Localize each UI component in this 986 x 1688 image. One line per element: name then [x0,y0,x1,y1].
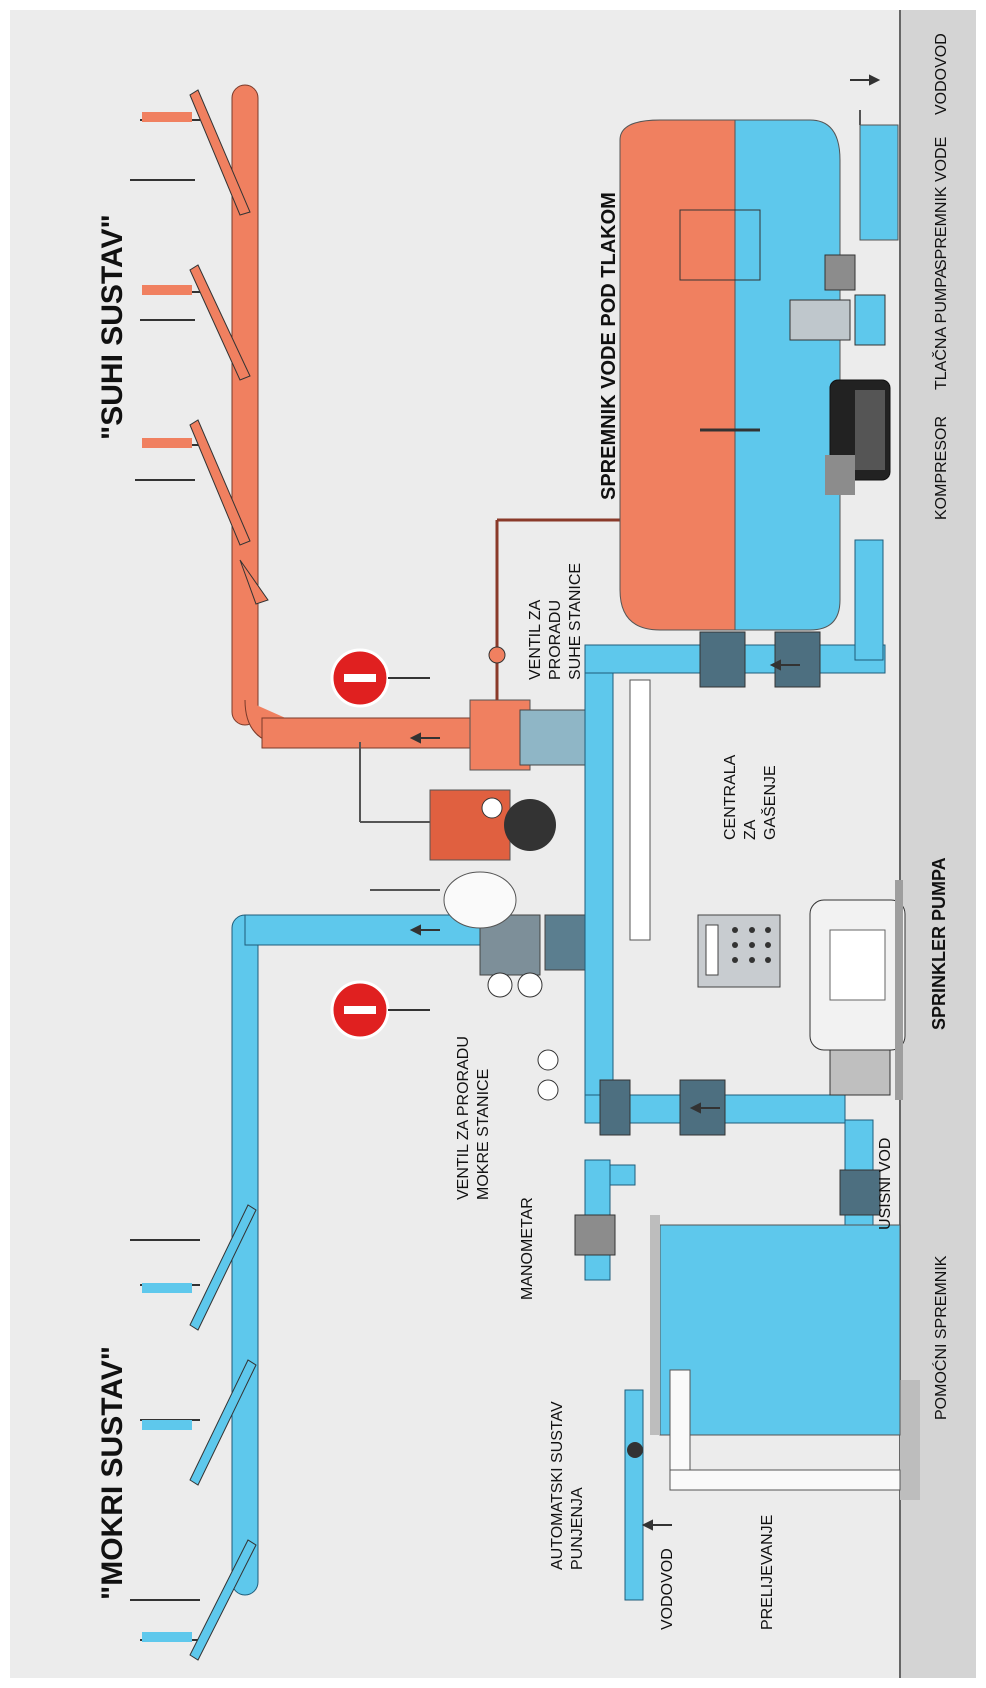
label-dry-system: "SUHI SUSTAV" [96,214,129,440]
control-panel [697,914,781,988]
pressure-pump [789,254,886,346]
label-aux-tank: POMOĆNI SPREMNIK [931,1255,950,1420]
fill-line [574,1159,644,1601]
label-overflow: PRELIJEVANJE [759,1515,776,1630]
label-compressor: KOMPRESOR [933,416,950,520]
main-riser-loop [584,539,886,1136]
label-water-tank: SPREMNIK VODE [933,137,950,270]
label-pressure-tank: SPREMNIK VODE POD TLAKOM [598,192,620,500]
label-control-panel-1: CENTRALA [722,754,739,840]
label-water-supply-bottom: VODOVOD [659,1548,676,1630]
sprinkler-pump [809,880,906,1100]
label-control-panel-3: GAŠENJE [760,765,779,840]
label-auto-fill-2: PUNJENJA [569,1487,586,1570]
label-dry-valve-3: SUHE STANICE [567,563,584,680]
label-suction-line: USISNI VOD [877,1138,894,1230]
compressor [825,379,891,495]
alarm-bell-dry [330,648,430,708]
label-dry-valve-1: VENTIL ZA [527,599,544,680]
label-auto-fill-1: AUTOMATSKI SUSTAV [549,1401,566,1570]
water-tank [859,110,899,241]
label-wet-system: "MOKRI SUSTAV" [96,1346,129,1600]
label-manometer: MANOMETAR [519,1197,536,1300]
dry-system-piping [130,84,523,749]
alarm-bell-wet [330,980,430,1040]
pressure-tank [619,119,841,631]
label-control-panel-2: ZA [742,819,759,840]
label-water-supply-top: VODOVOD [933,33,950,115]
dry-valve-station [359,518,650,861]
label-pressure-pump: TLAČNA PUMPA [931,267,950,390]
label-wet-valve-1: VENTIL ZA PRORADU [455,1036,472,1200]
label-wet-valve-2: MOKRE STANICE [475,1069,492,1200]
auxiliary-tank [650,1215,901,1491]
label-dry-valve-2: PRORADU [547,600,564,680]
text-labels: "SUHI SUSTAV" "MOKRI SUSTAV" SPREMNIK VO… [96,33,950,1630]
label-sprinkler-pump: SPRINKLER PUMPA [929,857,949,1030]
flow-arrows [409,74,881,1531]
